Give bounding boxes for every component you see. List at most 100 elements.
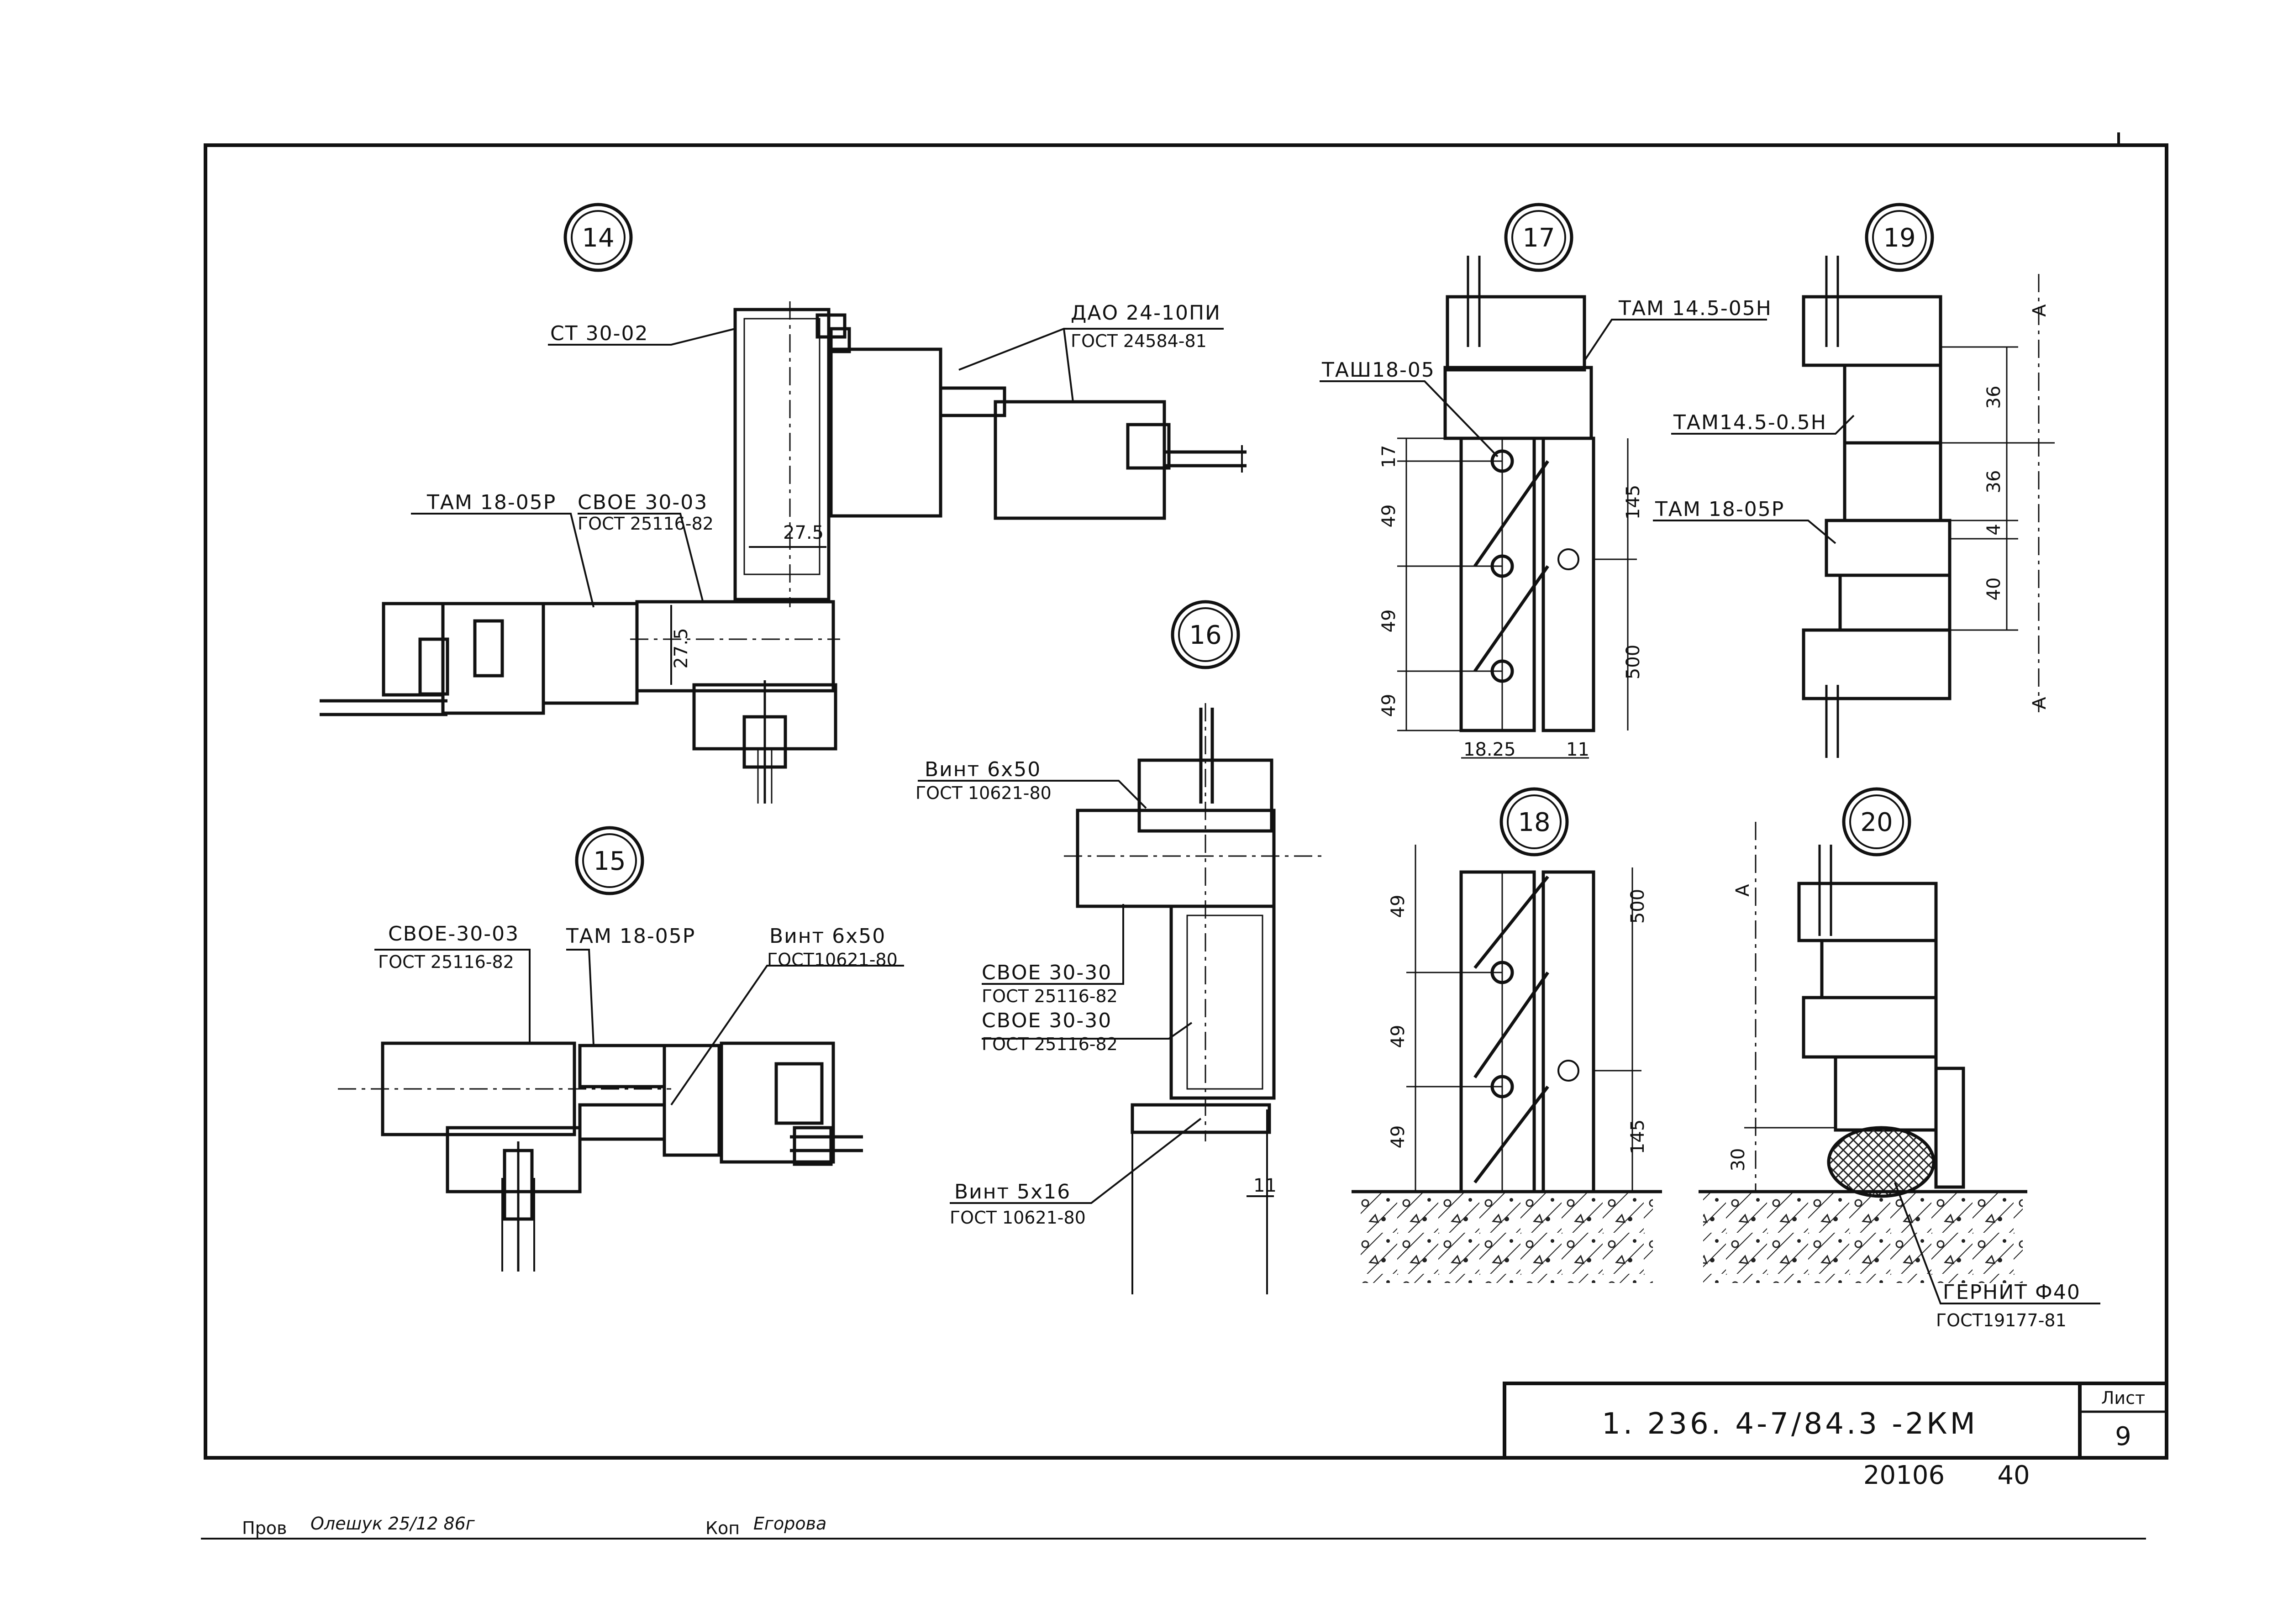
checked-signature: Олешук 25/12 86г	[310, 1514, 475, 1534]
svoe-30-30-label-1: СВОЕ 30-30	[982, 961, 1112, 984]
checked-label: Пров	[242, 1518, 287, 1538]
svoe-gost-16-1: ГОСТ 25116-82	[982, 986, 1118, 1006]
gernit-seal	[1827, 1126, 1936, 1198]
gernit-gost: ГОСТ19177-81	[1936, 1310, 2067, 1330]
tam-18-05p-label-14: ТАМ 18-05Р	[426, 491, 556, 514]
dim-17-49a: 49	[1378, 505, 1399, 528]
tam-14-5-label-19: ТАМ14.5-0.5Н	[1673, 411, 1827, 434]
svoe-30-03-label-15: СВОЕ-30-03	[388, 922, 519, 946]
detail-14-profiles	[320, 308, 1247, 804]
detail-15-leaders	[374, 949, 904, 1106]
detail-20-profiles	[1797, 845, 1965, 1189]
dim-17-49b: 49	[1378, 610, 1399, 633]
detail-20-marker	[1842, 787, 1911, 857]
detail-18-ground	[1361, 1192, 1653, 1283]
svoe-gost-16-2: ГОСТ 25116-82	[982, 1034, 1118, 1054]
detail-14-marker	[563, 203, 633, 272]
detail-17-profiles	[1443, 256, 1595, 732]
vint-gost-16-bottom: ГОСТ 10621-80	[950, 1208, 1086, 1228]
detail-18-number: 18	[1518, 808, 1550, 837]
dim-19-4: 4	[1983, 524, 2004, 535]
detail-17-marker	[1504, 203, 1573, 272]
svoe-30-30-label-2: СВОЕ 30-30	[982, 1009, 1112, 1032]
detail-20: 20 А 30 ГЕРНИТ Ф40 ГОСТ19177-81	[1699, 787, 2100, 1330]
vint-gost-16-top: ГОСТ 10621-80	[915, 783, 1052, 803]
dim-11-16: 11	[1253, 1175, 1277, 1196]
svoe-gost-15: ГОСТ 25116-82	[378, 952, 514, 972]
vint-6x50-label-16: Винт 6х50	[925, 758, 1041, 781]
section-a-bottom: А	[2029, 697, 2050, 710]
detail-14-axes	[630, 301, 840, 640]
detail-15-marker	[575, 826, 644, 895]
dim-27-5-horizontal: 27.5	[783, 522, 824, 543]
vint-5x16-label: Винт 5х16	[954, 1180, 1071, 1204]
detail-20-ground	[1703, 1192, 2023, 1283]
detail-19-number: 19	[1883, 223, 1915, 253]
st-30-02-label: СТ 30-02	[550, 322, 648, 345]
dim-19-36b: 36	[1983, 470, 2004, 494]
page-number: 40	[1997, 1461, 2030, 1490]
dim-19-36a: 36	[1983, 386, 2004, 409]
svoe-30-03-label-14: СВОЕ 30-03	[578, 491, 708, 514]
detail-15-number: 15	[593, 846, 626, 876]
detail-17-leaders	[1320, 319, 1767, 457]
title-block	[1503, 1382, 2168, 1460]
dim-19-40: 40	[1983, 578, 2004, 601]
detail-19-profiles	[1802, 256, 1952, 758]
tam-14-5-05n-label: ТАМ 14.5-05Н	[1618, 297, 1772, 320]
detail-14-number: 14	[582, 223, 614, 253]
dao-label: ДАО 24-10ПИ	[1071, 301, 1221, 325]
detail-20-number: 20	[1860, 808, 1893, 837]
detail-15-profiles	[381, 1041, 863, 1272]
detail-18-profiles	[1459, 870, 1595, 1193]
dim-18-145: 145	[1627, 1119, 1648, 1154]
detail-16-marker	[1171, 600, 1240, 669]
detail-16-leaders	[918, 780, 1274, 1204]
dim-17-18-25: 18.25	[1463, 739, 1516, 760]
detail-18-marker	[1499, 787, 1569, 857]
gernit-label: ГЕРНИТ Ф40	[1943, 1281, 2081, 1304]
dim-17-145: 145	[1623, 485, 1644, 520]
detail-19-dimlines	[1941, 274, 2055, 712]
dim-20-30: 30	[1728, 1148, 1749, 1172]
detail-19-marker	[1865, 203, 1934, 272]
dim-17-11: 11	[1566, 739, 1589, 760]
tash-18-05-label: ТАШ18-05	[1321, 358, 1435, 382]
tam-18-05p-label-15: ТАМ 18-05Р	[566, 925, 695, 948]
drawing-code: 1. 236. 4-7/84.3 -2КМ	[1602, 1407, 1978, 1441]
dim-27-5-vertical: 27.5	[671, 628, 692, 668]
detail-18-dimlines	[1406, 845, 1641, 1192]
dim-18-49c: 49	[1388, 1125, 1409, 1149]
vint-6x50-label-15: Винт 6х50	[769, 925, 886, 948]
detail-20-dimlines	[1744, 822, 1836, 1192]
detail-14: 14	[320, 203, 1247, 804]
detail-17: 17	[1320, 203, 1772, 760]
section-a-top: А	[2029, 304, 2050, 317]
tam-18-05p-label-19: ТАМ 18-05Р	[1655, 498, 1784, 521]
detail-15: 15 СВОЕ-30-03 ГОСТ 25116-82 ТАМ	[338, 826, 904, 1272]
svoe-gost-14: ГОСТ 25116-82	[578, 514, 714, 534]
detail-19: 19 ТАМ14.5-0.5Н ТАМ 18-05Р	[1653, 203, 2055, 758]
detail-16-number: 16	[1189, 620, 1221, 650]
sheet-label: Лист	[2101, 1388, 2145, 1408]
vint-gost-15: ГОСТ10621-80	[767, 950, 898, 970]
dim-17-17: 17	[1378, 445, 1399, 468]
dim-17-49c: 49	[1378, 694, 1399, 717]
detail-18: 18 49 49 49 500 145	[1352, 787, 1662, 1283]
sheet-number: 9	[2115, 1422, 2131, 1451]
detail-20-leaders	[1894, 1182, 2100, 1304]
dim-18-500: 500	[1627, 889, 1648, 924]
copied-signature: Егорова	[753, 1514, 826, 1534]
detail-19-leaders	[1653, 415, 1855, 544]
detail-14-leaders	[411, 328, 1224, 685]
dim-17-500: 500	[1623, 645, 1644, 679]
copied-label: Коп	[705, 1518, 740, 1538]
section-a-20: А	[1732, 884, 1753, 897]
order-number: 20106	[1863, 1461, 1945, 1490]
sheet-frame	[204, 132, 2168, 1460]
dim-18-49a: 49	[1388, 895, 1409, 918]
dao-gost: ГОСТ 24584-81	[1071, 331, 1207, 351]
detail-17-number: 17	[1522, 223, 1555, 253]
detail-16: 16 Винт 6х50 ГОСТ 10621-80 СВОЕ 30-30 ГО…	[915, 600, 1324, 1294]
